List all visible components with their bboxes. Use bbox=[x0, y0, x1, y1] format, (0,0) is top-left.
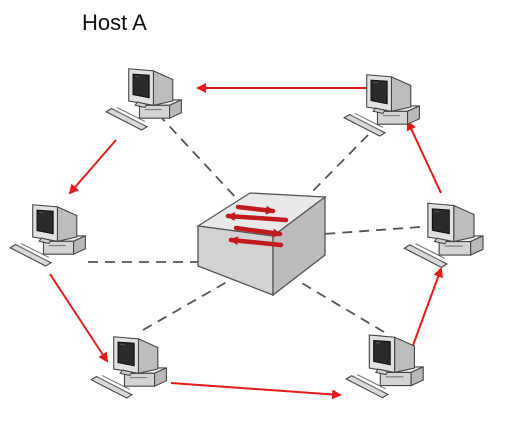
computer-right bbox=[403, 202, 484, 268]
ring-arrows bbox=[49, 83, 443, 400]
star-link-bottom-left bbox=[142, 278, 233, 331]
star-link-bottom-right bbox=[299, 281, 385, 333]
star-links bbox=[88, 113, 421, 333]
computer-host-a bbox=[105, 68, 182, 131]
switch-arrow-icon bbox=[228, 236, 284, 248]
ring-arrow-bottom-right-to-right bbox=[411, 267, 443, 349]
star-link-host-a bbox=[157, 113, 239, 201]
ring-arrow-left-to-bottom-left bbox=[49, 273, 109, 363]
computer-bottom-left bbox=[90, 336, 167, 399]
host-a-label: Host A bbox=[82, 10, 147, 35]
computer-bottom-right bbox=[345, 334, 424, 399]
ring-arrow-host-a-to-left bbox=[68, 139, 117, 195]
switch-arrow-icon bbox=[225, 211, 289, 223]
ring-arrow-bottom-left-to-bottom-right bbox=[170, 382, 342, 400]
star-link-top-right bbox=[303, 134, 369, 201]
switch-arrow-icon bbox=[235, 204, 276, 215]
computer-left bbox=[9, 204, 86, 267]
star-link-right bbox=[309, 226, 421, 236]
switch-arrow-icon bbox=[233, 225, 283, 238]
network-switch bbox=[196, 192, 327, 297]
switch-front-face bbox=[197, 225, 274, 296]
switch-side-face bbox=[272, 195, 326, 297]
ring-arrow-right-to-top-right bbox=[406, 120, 442, 194]
computer-top-right bbox=[343, 74, 420, 137]
